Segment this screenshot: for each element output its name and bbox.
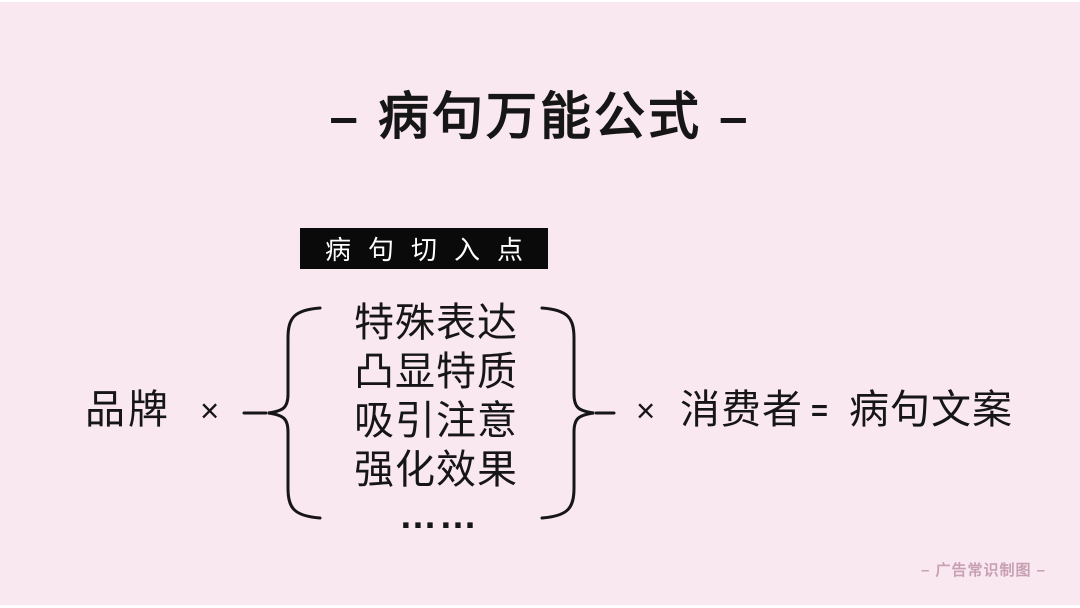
watermark: – 广告常识制图 – [920,562,1046,579]
equals-operator: = [811,395,828,427]
brand-term: 品牌 [85,388,171,432]
multiply-operator-left: × [200,392,220,429]
entry-point-list: 特殊表达 凸显特质 吸引注意 强化效果 [354,299,518,495]
right-brace-icon [540,306,616,520]
consumer-term: 消费者 [680,388,803,432]
entry-point-badge: 病句切入点 [300,228,548,269]
list-item: 吸引注意 [354,399,518,443]
result-term: 病句文案 [849,388,1013,432]
left-brace-icon [242,306,322,520]
bottom-edge-strip [0,605,1080,608]
top-edge-strip [0,0,1080,2]
list-item: 凸显特质 [354,350,518,394]
list-item: 强化效果 [354,448,518,492]
page-title: – 病句万能公式 – [329,88,751,145]
multiply-operator-right: × [636,392,656,429]
ellipsis-text: …… [399,495,479,537]
list-item: 特殊表达 [354,301,518,345]
